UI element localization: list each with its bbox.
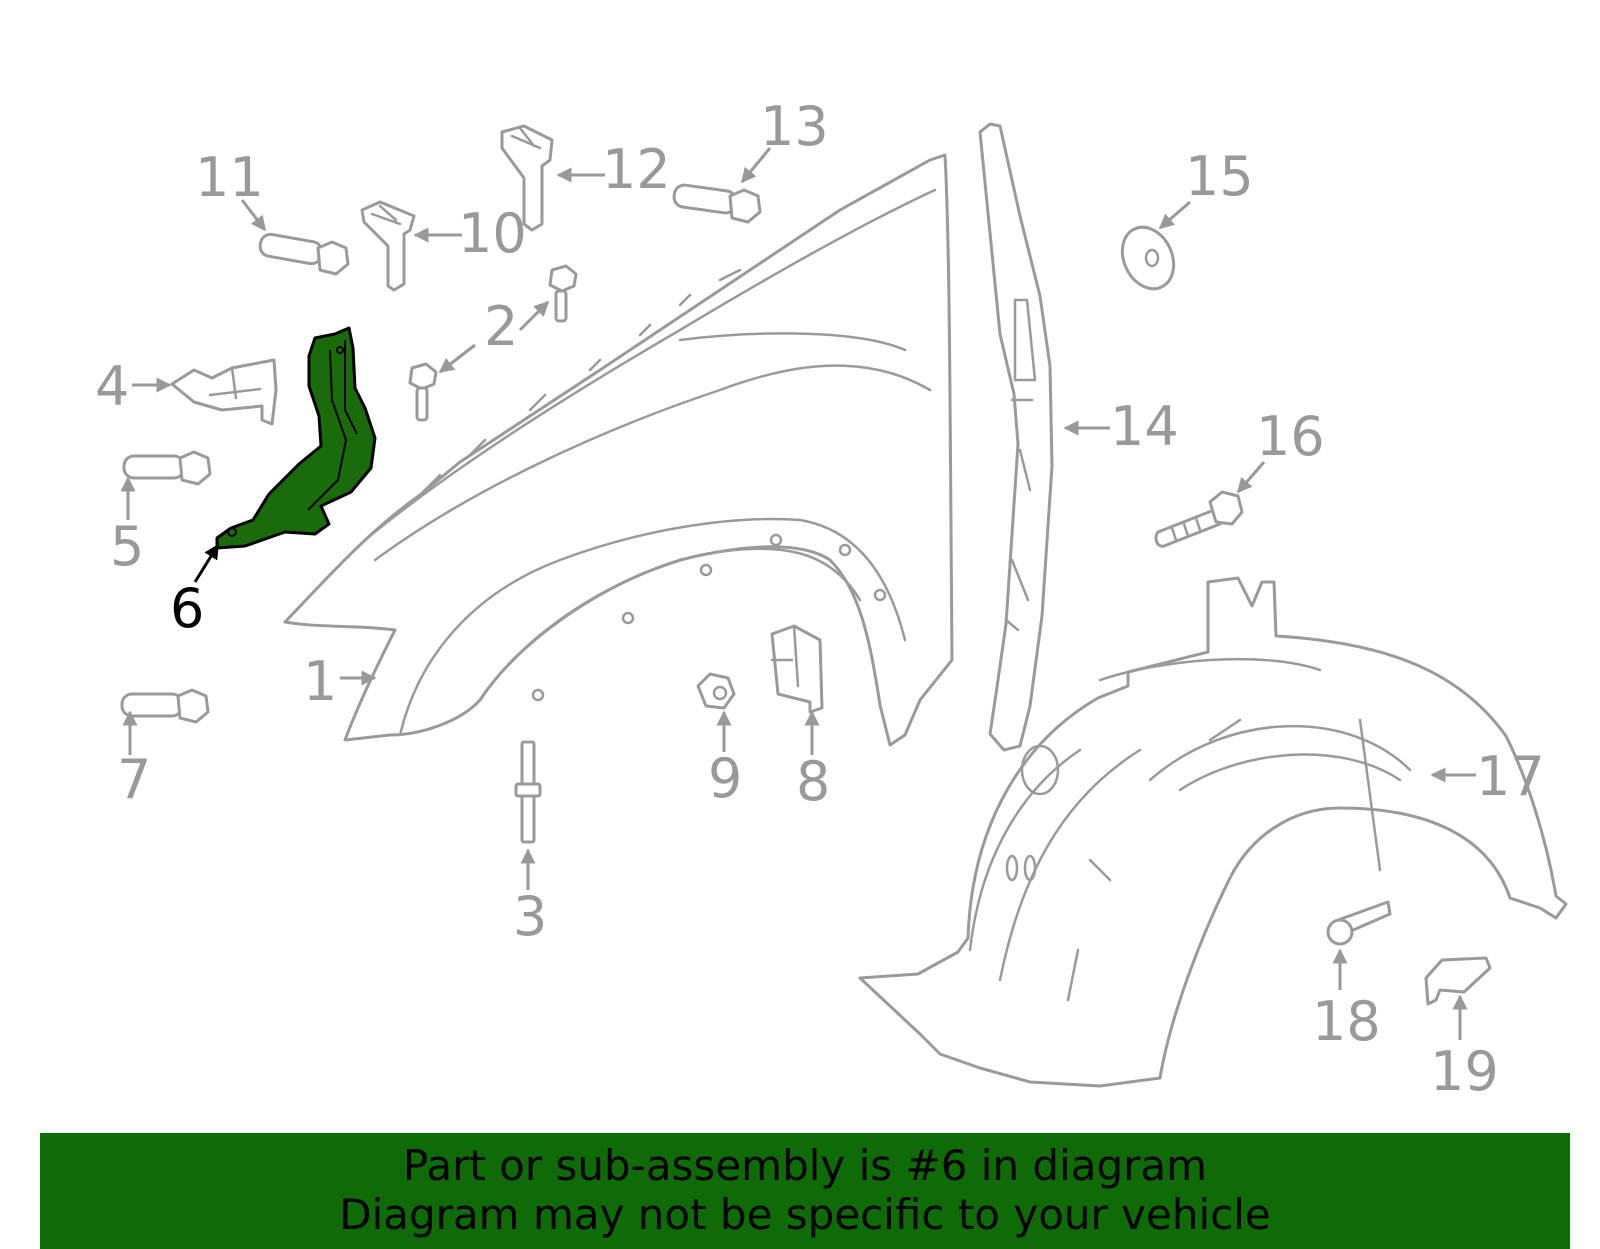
seal-strip-part-14[interactable]	[978, 122, 1054, 752]
callout-10[interactable]: 10	[458, 202, 527, 265]
leader-lines	[120, 147, 1476, 1040]
callout-6[interactable]: 6	[170, 577, 204, 640]
banner-line-1: Part or sub-assembly is #6 in diagram	[402, 1141, 1208, 1190]
fender-part-1[interactable]	[283, 153, 954, 747]
bracket-part-6-highlighted[interactable]	[215, 326, 377, 550]
bolt-part-5[interactable]	[122, 450, 212, 486]
callout-18[interactable]: 18	[1312, 990, 1381, 1053]
callout-19[interactable]: 19	[1430, 1040, 1499, 1103]
callout-16[interactable]: 16	[1256, 405, 1325, 468]
bolt-part-7[interactable]	[120, 688, 210, 724]
callout-5[interactable]: 5	[110, 515, 144, 578]
bracket-part-4[interactable]	[170, 358, 278, 426]
washer-part-15[interactable]	[1113, 219, 1184, 297]
bracket-part-8[interactable]	[770, 624, 824, 714]
nut-part-9[interactable]	[696, 672, 736, 710]
clip-part-10[interactable]	[360, 200, 416, 292]
callout-11[interactable]: 11	[195, 146, 264, 209]
callout-13[interactable]: 13	[760, 95, 829, 158]
banner-line-2: Diagram may not be specific to your vehi…	[339, 1190, 1271, 1239]
wheelhouse-liner-part-17[interactable]	[858, 576, 1568, 1088]
bolt-part-2[interactable]	[408, 264, 578, 422]
callout-9[interactable]: 9	[708, 747, 742, 810]
bolt-part-11[interactable]	[258, 232, 350, 276]
clip-part-12[interactable]	[500, 124, 554, 232]
callout-17[interactable]: 17	[1476, 745, 1545, 808]
info-banner: Part or sub-assembly is #6 in diagram Di…	[40, 1133, 1570, 1249]
stud-part-3[interactable]	[514, 740, 542, 844]
callout-2[interactable]: 2	[484, 295, 518, 358]
screw-part-16[interactable]	[1154, 490, 1244, 548]
callout-15[interactable]: 15	[1185, 145, 1254, 208]
bolt-part-13[interactable]	[672, 183, 762, 224]
callout-12[interactable]: 12	[602, 138, 671, 201]
callout-3[interactable]: 3	[513, 885, 547, 948]
screw-part-18[interactable]	[1326, 900, 1392, 946]
callout-8[interactable]: 8	[796, 750, 830, 813]
callout-14[interactable]: 14	[1110, 395, 1179, 458]
callout-numbers: 1 2 3 4 5 6 7 8 9 10 11 12 13 14 15 16 1…	[95, 95, 1545, 1103]
clip-part-19[interactable]	[1424, 956, 1492, 1006]
callout-7[interactable]: 7	[117, 748, 151, 811]
callout-1[interactable]: 1	[303, 650, 337, 713]
callout-4[interactable]: 4	[95, 355, 129, 418]
